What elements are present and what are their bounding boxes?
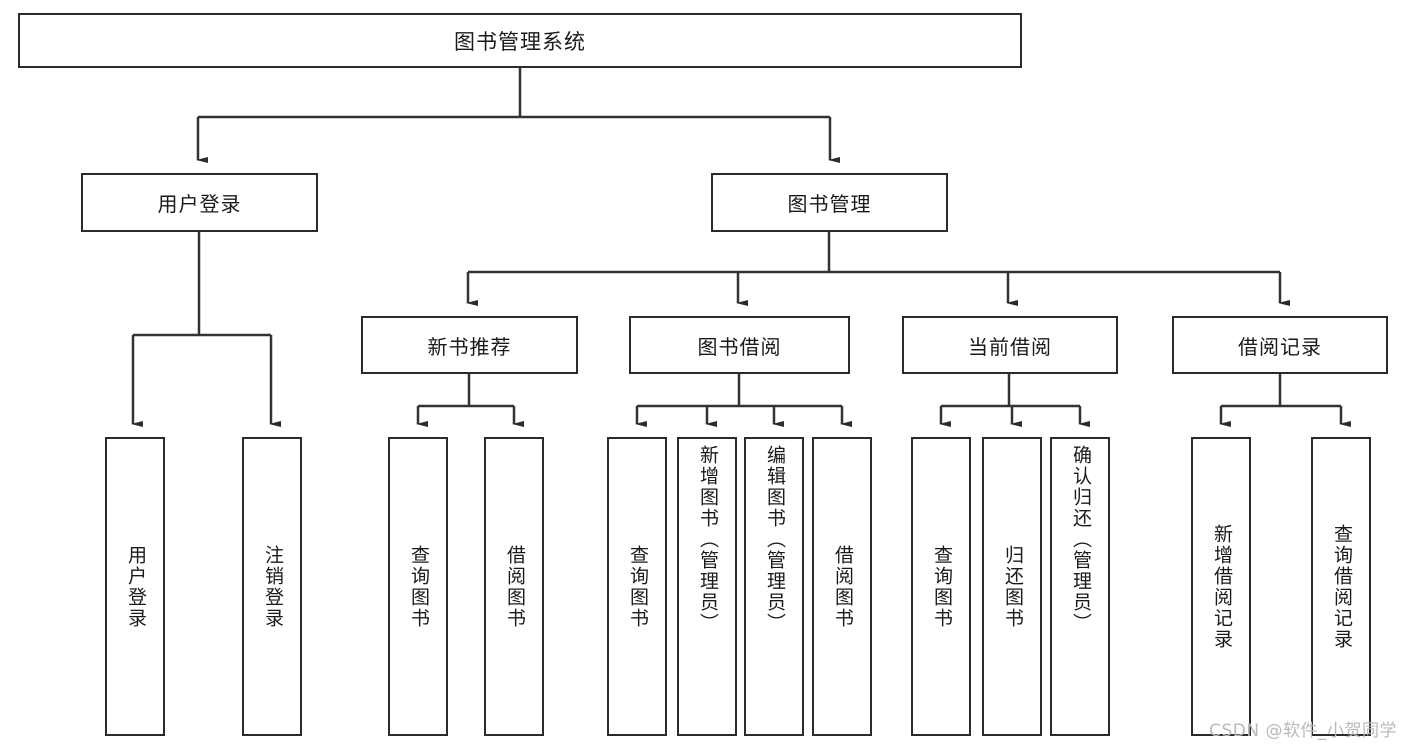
leaf-query-book-current-label: 查询图书 bbox=[930, 544, 953, 629]
node-book-borrow-label: 图书借阅 bbox=[697, 334, 782, 359]
node-root[interactable]: 图书管理系统 bbox=[18, 13, 1022, 68]
leaf-add-borrow-record-label: 新增借阅记录 bbox=[1210, 523, 1233, 650]
leaf-query-borrow-record[interactable]: 查询借阅记录 bbox=[1311, 437, 1371, 736]
leaf-return-book-label: 归还图书 bbox=[1001, 544, 1024, 629]
leaf-confirm-return-admin-label: 确认归还（管理员） bbox=[1069, 445, 1092, 634]
leaf-query-book-recommend[interactable]: 查询图书 bbox=[388, 437, 448, 736]
leaf-query-borrow-record-label: 查询借阅记录 bbox=[1330, 523, 1353, 650]
leaf-add-borrow-record[interactable]: 新增借阅记录 bbox=[1191, 437, 1251, 736]
node-current-borrow-label: 当前借阅 bbox=[968, 334, 1052, 359]
leaf-user-login-label: 用户登录 bbox=[124, 544, 147, 629]
node-user-login[interactable]: 用户登录 bbox=[81, 173, 318, 232]
leaf-query-book-current[interactable]: 查询图书 bbox=[911, 437, 971, 736]
leaf-borrow-book-recommend-label: 借阅图书 bbox=[503, 544, 526, 629]
node-book-management-label: 图书管理 bbox=[787, 192, 872, 216]
leaf-logout[interactable]: 注销登录 bbox=[242, 437, 302, 736]
leaf-borrow-book[interactable]: 借阅图书 bbox=[812, 437, 872, 736]
node-borrow-record[interactable]: 借阅记录 bbox=[1172, 316, 1388, 374]
node-book-borrow[interactable]: 图书借阅 bbox=[629, 316, 850, 374]
leaf-query-book-borrow[interactable]: 查询图书 bbox=[607, 437, 667, 736]
leaf-edit-book-admin[interactable]: 编辑图书（管理员） bbox=[744, 437, 804, 736]
leaf-confirm-return-admin[interactable]: 确认归还（管理员） bbox=[1050, 437, 1110, 736]
leaf-borrow-book-recommend[interactable]: 借阅图书 bbox=[484, 437, 544, 736]
leaf-query-book-borrow-label: 查询图书 bbox=[626, 544, 649, 629]
node-current-borrow[interactable]: 当前借阅 bbox=[902, 316, 1118, 374]
node-book-management[interactable]: 图书管理 bbox=[711, 173, 948, 232]
leaf-user-login[interactable]: 用户登录 bbox=[105, 437, 165, 736]
leaf-logout-label: 注销登录 bbox=[261, 544, 284, 629]
node-root-label: 图书管理系统 bbox=[454, 29, 586, 54]
node-new-book-recommend[interactable]: 新书推荐 bbox=[361, 316, 578, 374]
leaf-add-book-admin[interactable]: 新增图书（管理员） bbox=[677, 437, 737, 736]
leaf-edit-book-admin-label: 编辑图书（管理员） bbox=[763, 445, 786, 634]
leaf-add-book-admin-label: 新增图书（管理员） bbox=[696, 445, 719, 634]
leaf-return-book[interactable]: 归还图书 bbox=[982, 437, 1042, 736]
node-user-login-label: 用户登录 bbox=[157, 192, 242, 216]
node-borrow-record-label: 借阅记录 bbox=[1238, 334, 1322, 359]
node-new-book-recommend-label: 新书推荐 bbox=[427, 334, 512, 359]
csdn-watermark: CSDN @软件_小贺同学 bbox=[1209, 721, 1397, 741]
leaf-borrow-book-label: 借阅图书 bbox=[831, 544, 854, 629]
leaf-query-book-recommend-label: 查询图书 bbox=[407, 544, 430, 629]
